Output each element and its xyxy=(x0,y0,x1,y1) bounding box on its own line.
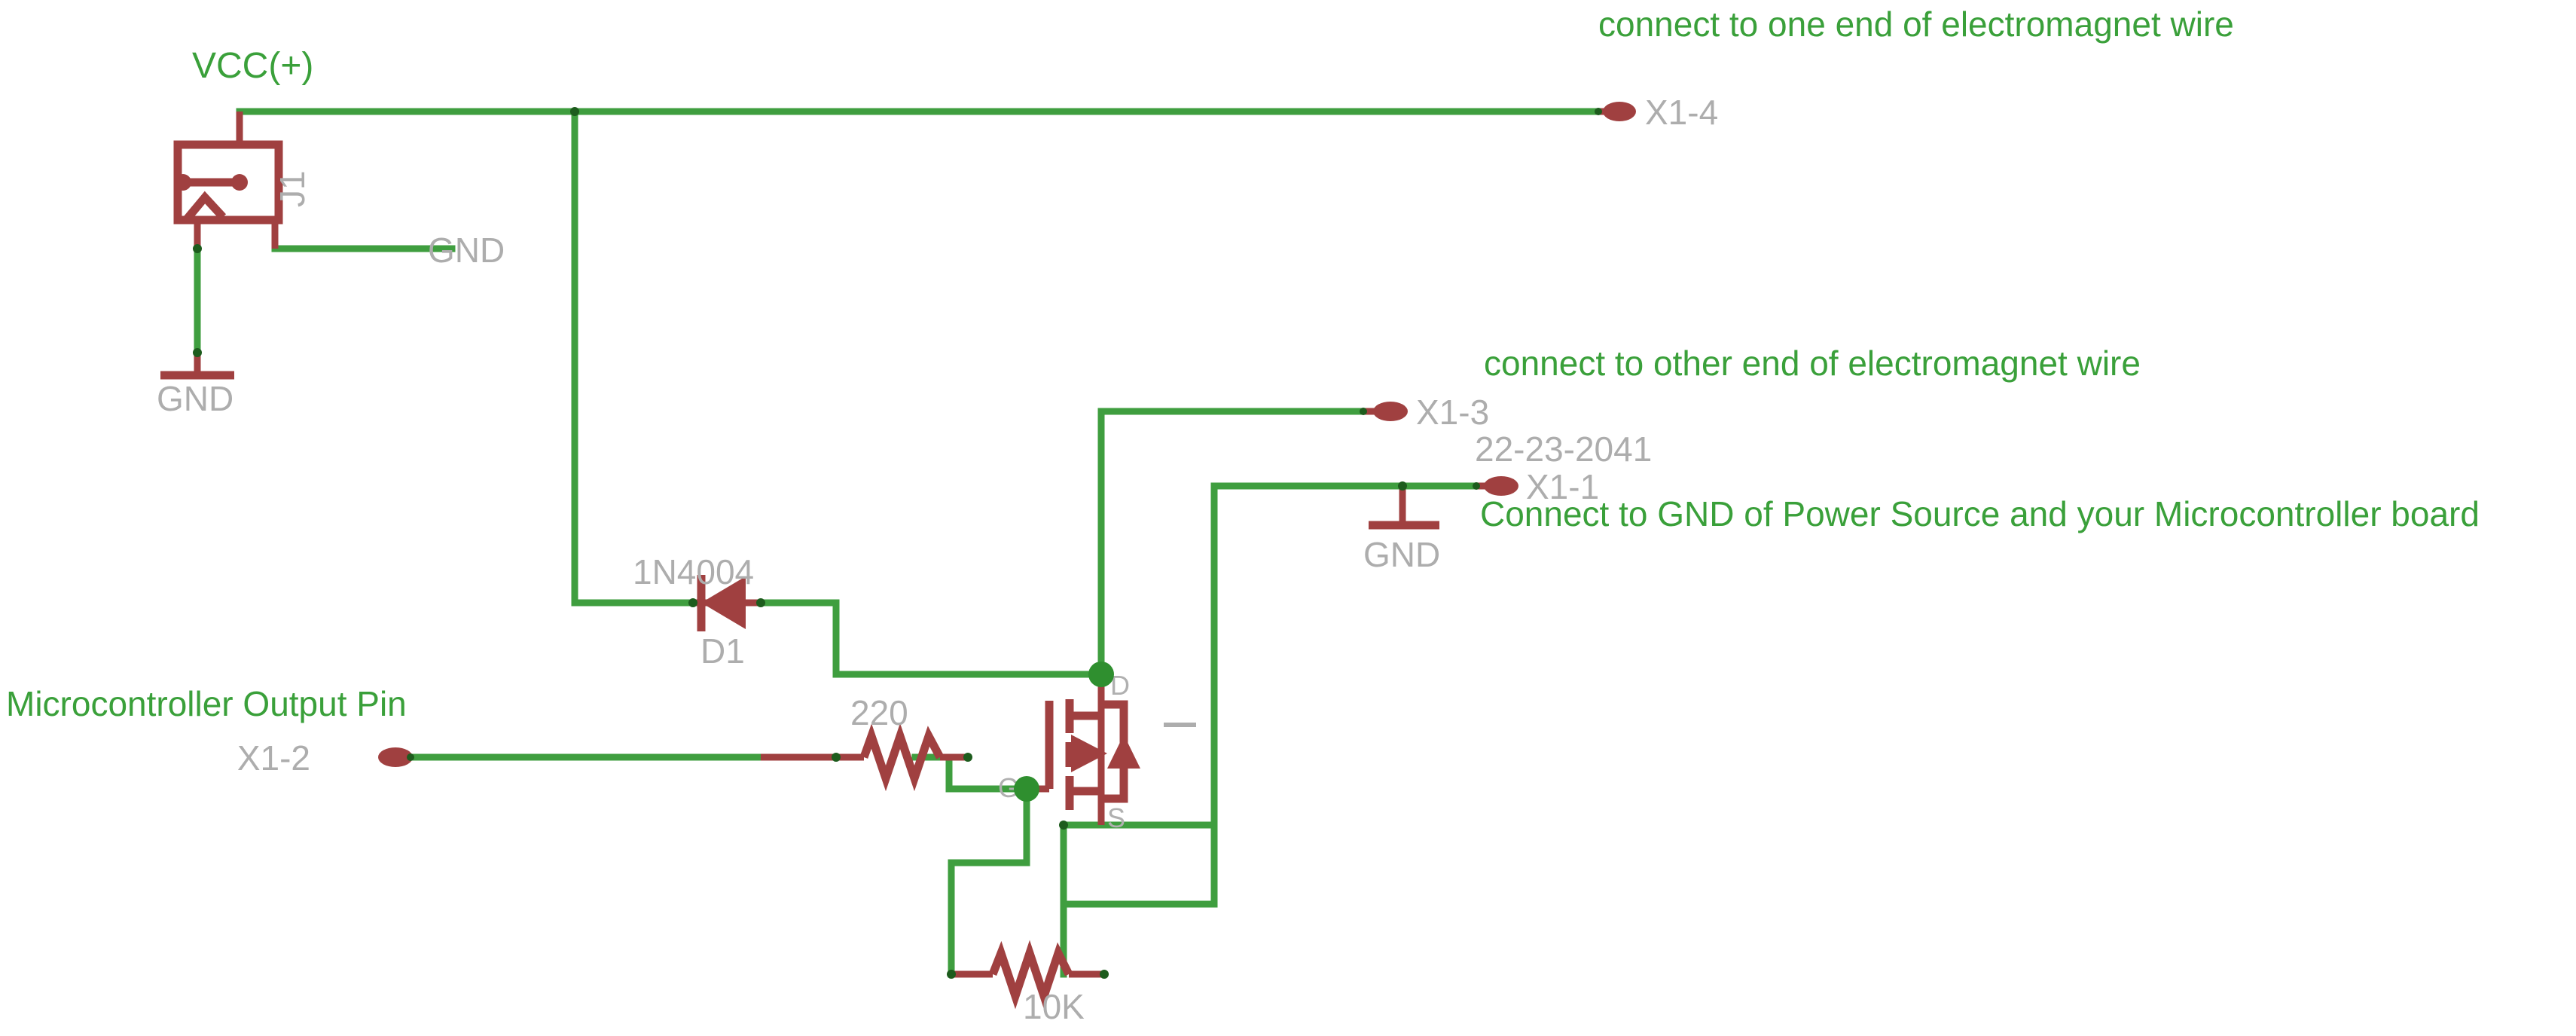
j1-contact-dot-right xyxy=(231,174,248,191)
wire-r220-to-gate xyxy=(911,753,1030,793)
connector-pin-x1-4[interactable]: X1-4 xyxy=(1595,93,1718,132)
component-r10k[interactable]: 10K xyxy=(951,940,1104,1026)
wire-source-to-r10k-right-a xyxy=(1060,821,1105,978)
net-gate xyxy=(407,753,1030,978)
junction-source xyxy=(1059,821,1068,830)
j1-contact-dot-left xyxy=(175,174,191,191)
junctions xyxy=(193,107,1407,979)
junction-gnd-x1 xyxy=(1398,481,1407,490)
component-d1-diode[interactable]: 1N4004 D1 xyxy=(633,552,761,671)
gnd-x1-label: GND xyxy=(1363,535,1440,574)
junction-r10k-right xyxy=(1100,970,1109,979)
x1-4-pin-terminal xyxy=(1603,102,1636,121)
junction-diode-cathode xyxy=(688,598,697,607)
x1-1-label: X1-1 xyxy=(1526,467,1599,506)
connector-pin-x1-1[interactable]: X1-1 22-23-2041 xyxy=(1473,429,1652,506)
junction-gate xyxy=(1014,776,1039,802)
connector-pin-x1-2[interactable]: X1-2 xyxy=(237,738,414,778)
note-mid-right: connect to other end of electromagnet wi… xyxy=(1484,344,2141,383)
junction-j1-shell xyxy=(193,244,202,253)
connector-part-number: 22-23-2041 xyxy=(1475,429,1652,469)
junction-diode-anode xyxy=(756,598,765,607)
q1-pin-label-source: S xyxy=(1107,802,1125,833)
note-mcu-pin: Microcontroller Output Pin xyxy=(6,684,407,723)
wire-gate-to-r10k-left xyxy=(948,785,1030,978)
junction-drain xyxy=(1088,662,1114,687)
connector-pin-x1-3[interactable]: X1-3 xyxy=(1360,393,1489,432)
d1-value-label: 1N4004 xyxy=(633,552,754,591)
x1-1-pin-terminal xyxy=(1484,476,1518,496)
component-j1[interactable]: J1 xyxy=(173,112,312,249)
x1-3-connect-dot xyxy=(1360,408,1367,415)
j1-ref-label: J1 xyxy=(273,170,312,207)
component-q1-mosfet[interactable]: D G S xyxy=(998,670,1196,833)
net-label-vcc: VCC(+) xyxy=(192,46,313,86)
gnd-left-label: GND xyxy=(157,379,233,418)
net-diode-anode-to-drain xyxy=(757,599,1105,678)
q1-source-arrow xyxy=(1107,735,1140,769)
note-gnd: Connect to GND of Power Source and your … xyxy=(1480,494,2480,533)
gnd-symbol-x1: GND xyxy=(1363,486,1440,574)
junction-vcc-branch xyxy=(570,107,579,116)
note-top-right: connect to one end of electromagnet wire xyxy=(1598,5,2234,44)
d1-anode-triangle-fill xyxy=(701,576,746,629)
x1-4-connect-dot xyxy=(1595,108,1602,115)
r10k-value-label: 10K xyxy=(1023,987,1085,1026)
gnd-symbol-left: GND xyxy=(157,353,234,418)
x1-2-connect-dot xyxy=(407,753,414,761)
r10k-zigzag xyxy=(988,940,1073,1010)
net-source-gnd xyxy=(1060,482,1480,978)
component-r220[interactable]: 220 xyxy=(761,693,968,792)
j1-spring-contact xyxy=(182,191,227,223)
x1-1-connect-dot xyxy=(1473,482,1480,490)
junction-r10k-left xyxy=(947,970,956,979)
junction-r220-left xyxy=(832,753,841,762)
net-vcc-rail xyxy=(236,108,1602,607)
d1-ref-label: D1 xyxy=(700,631,745,671)
x1-2-label: X1-2 xyxy=(237,738,310,778)
net-drain-to-x1-3 xyxy=(1097,408,1367,678)
x1-3-label: X1-3 xyxy=(1416,393,1489,432)
junction-r220-right xyxy=(963,753,972,762)
x1-4-label: X1-4 xyxy=(1645,93,1718,132)
net-label-gnd-j1: GND xyxy=(428,231,505,270)
r220-zigzag xyxy=(859,723,944,792)
wire-diode-to-drain xyxy=(757,599,1105,678)
q1-body-arrow xyxy=(1071,735,1107,772)
x1-2-pin-terminal xyxy=(378,747,413,767)
junction-gnd-left xyxy=(193,348,202,357)
r220-value-label: 220 xyxy=(850,693,908,732)
x1-3-pin-terminal xyxy=(1373,402,1408,421)
